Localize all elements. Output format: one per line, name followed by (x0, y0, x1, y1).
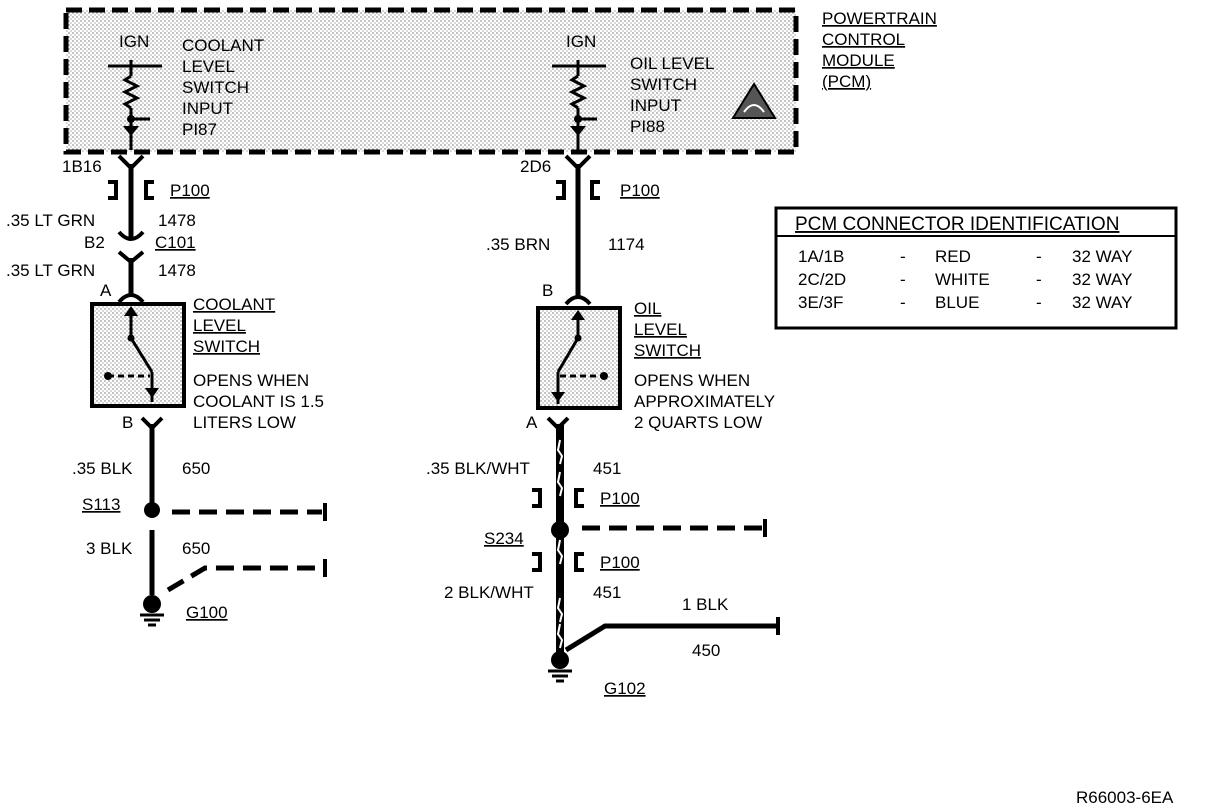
left-p100-label: P100 (170, 181, 210, 200)
right-wire1-gauge: .35 BRN (486, 235, 550, 254)
pcm-title-line-3: MODULE (822, 51, 895, 70)
oil-circuit: 2D6 P100 .35 BRN 1174 B OIL LEVEL SWITCH… (426, 154, 780, 698)
right-p100-low-grommet-icon (532, 552, 584, 572)
left-wire3-circuit: 650 (182, 459, 210, 478)
oil-switch-note-3: 2 QUARTS LOW (634, 413, 762, 432)
table-row-2-sep-2: - (1036, 270, 1042, 289)
oil-switch-name-3: SWITCH (634, 341, 701, 360)
table-row-1-sep-2: - (1036, 247, 1042, 266)
g100-ground-icon (140, 595, 164, 627)
left-wire2-circuit: 1478 (158, 261, 196, 280)
oil-level-switch-icon (536, 306, 622, 410)
left-input-line-2: LEVEL (182, 57, 235, 76)
table-row-3-sep-2: - (1036, 293, 1042, 312)
left-ign-label: IGN (119, 32, 149, 51)
right-p100-mid-grommet-icon (532, 488, 584, 508)
right-p100-low-label: P100 (600, 553, 640, 572)
right-pin-label: 2D6 (520, 157, 551, 176)
left-wire1-circuit: 1478 (158, 211, 196, 230)
s234-label: S234 (484, 529, 524, 548)
table-row-1-sep-1: - (900, 247, 906, 266)
coolant-circuit: 1B16 P100 .35 LT GRN 1478 B2 C101 .35 LT… (6, 154, 327, 627)
table-row-1-connector: 1A/1B (798, 247, 844, 266)
left-pin-label: 1B16 (62, 157, 102, 176)
left-input-line-4: INPUT (182, 99, 233, 118)
c101-pin-label: B2 (84, 233, 105, 252)
coolant-switch-note-3: LITERS LOW (193, 413, 296, 432)
branch-wire-circuit: 450 (692, 641, 720, 660)
right-input-line-4: PI88 (630, 117, 665, 136)
table-row-2-color: WHITE (935, 270, 990, 289)
pcm-connector-table: PCM CONNECTOR IDENTIFICATION 1A/1B - RED… (774, 206, 1178, 330)
table-row-1-color: RED (935, 247, 971, 266)
left-wire3-gauge: .35 BLK (72, 459, 133, 478)
pcm-title: POWERTRAIN CONTROL MODULE (PCM) (822, 9, 937, 91)
left-wire4-circuit: 650 (182, 539, 210, 558)
g102-ground-icon (548, 651, 572, 683)
right-wire2-circuit: 451 (593, 459, 621, 478)
coolant-switch-note-2: COOLANT IS 1.5 (193, 392, 324, 411)
table-row-3-color: BLUE (935, 293, 979, 312)
table-row-3-sep-1: - (900, 293, 906, 312)
oil-switch-name-1: OIL (634, 299, 661, 318)
left-wire1-gauge: .35 LT GRN (6, 211, 95, 230)
coolant-level-switch-icon (90, 302, 186, 408)
table-row-2-connector: 2C/2D (798, 270, 846, 289)
branch-wire-gauge: 1 BLK (682, 595, 729, 614)
right-p100-mid-label: P100 (600, 489, 640, 508)
pcm-title-line-4: (PCM) (822, 72, 871, 91)
right-wire1-circuit: 1174 (608, 235, 645, 254)
right-p100-label: P100 (620, 181, 660, 200)
oil-switch-note-2: APPROXIMATELY (634, 392, 775, 411)
figure-id: R66003-6EA (1076, 788, 1174, 807)
right-wire3-gauge: 2 BLK/WHT (444, 583, 534, 602)
pcm-module: IGN COOLANT LEVEL SWITCH INPUT PI87 IGN … (63, 7, 799, 155)
pcm-title-line-1: POWERTRAIN (822, 9, 937, 28)
right-input-line-3: INPUT (630, 96, 681, 115)
right-pullup-resistor-icon (568, 74, 588, 110)
oil-switch-note-1: OPENS WHEN (634, 371, 750, 390)
coolant-switch-name-3: SWITCH (193, 337, 260, 356)
table-row-1-size: 32 WAY (1072, 247, 1132, 266)
table-row-3-connector: 3E/3F (798, 293, 843, 312)
s113-label: S113 (82, 495, 120, 514)
right-input-line-1: OIL LEVEL (630, 54, 714, 73)
pcm-box (63, 7, 799, 155)
esd-warning-icon (731, 82, 777, 119)
right-ign-label: IGN (566, 32, 596, 51)
left-input-line-5: PI87 (182, 120, 217, 139)
coolant-switch-pin-b: B (122, 413, 133, 432)
table-title: PCM CONNECTOR IDENTIFICATION (795, 214, 1119, 235)
blk-wht-wire (556, 424, 564, 655)
g102-label: G102 (604, 679, 646, 698)
right-p100-grommet-icon (556, 180, 600, 200)
table-row-2-size: 32 WAY (1072, 270, 1132, 289)
left-wire4-gauge: 3 BLK (86, 539, 133, 558)
c101-label: C101 (155, 233, 196, 252)
left-input-line-3: SWITCH (182, 78, 249, 97)
s113-splice-icon (144, 502, 160, 518)
pcm-title-line-2: CONTROL (822, 30, 905, 49)
right-input-line-2: SWITCH (630, 75, 697, 94)
right-wire3-circuit: 451 (593, 583, 621, 602)
coolant-switch-name-1: COOLANT (193, 295, 275, 314)
pcm-right-circuit: IGN OIL LEVEL SWITCH INPUT PI88 (552, 32, 777, 150)
left-pullup-resistor-icon (121, 74, 141, 110)
p100-grommet-icon (108, 180, 154, 200)
left-input-line-1: COOLANT (182, 36, 264, 55)
left-wire2-gauge: .35 LT GRN (6, 261, 95, 280)
coolant-switch-name-2: LEVEL (193, 316, 246, 335)
table-row-2-sep-1: - (900, 270, 906, 289)
coolant-switch-note-1: OPENS WHEN (193, 371, 309, 390)
right-wire2-gauge: .35 BLK/WHT (426, 459, 530, 478)
g100-label: G100 (186, 603, 228, 622)
oil-switch-pin-a: A (526, 413, 538, 432)
coolant-switch-pin-a: A (100, 281, 112, 300)
table-row-3-size: 32 WAY (1072, 293, 1132, 312)
oil-switch-pin-b: B (542, 281, 553, 300)
oil-switch-name-2: LEVEL (634, 320, 687, 339)
pcm-left-circuit: IGN COOLANT LEVEL SWITCH INPUT PI87 (108, 32, 264, 150)
s234-splice-icon (551, 521, 569, 539)
